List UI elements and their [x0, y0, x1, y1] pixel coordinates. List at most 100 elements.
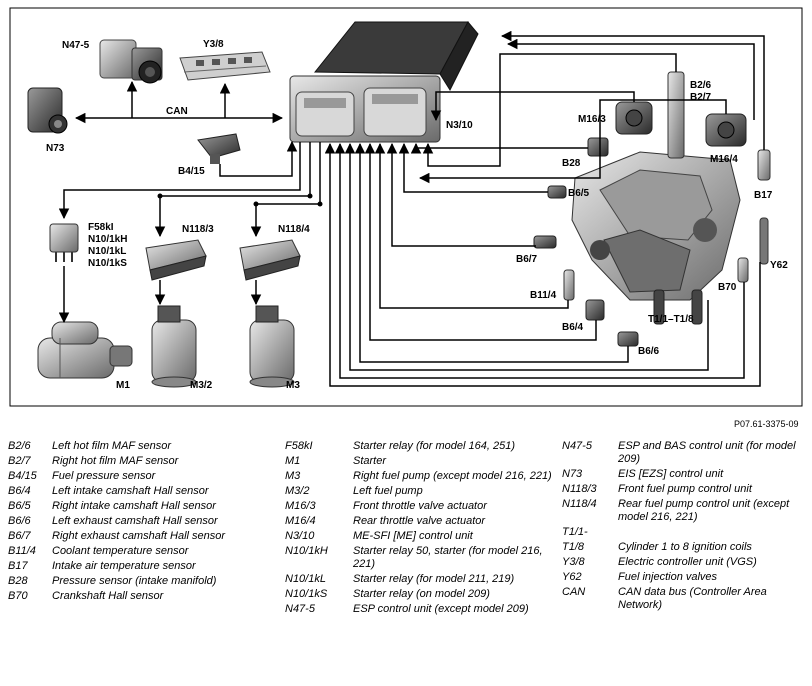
label-y62: Y62: [770, 260, 788, 271]
left-intake-camshaft-sensor-image: [585, 299, 605, 321]
legend-item: N10/1kS Starter relay (on model 209): [285, 588, 557, 601]
crankshaft-sensor-image: [737, 257, 749, 283]
right-exhaust-camshaft-sensor-image: [533, 235, 557, 249]
maf-sensors-image: [667, 71, 685, 159]
legend-code: M16/3: [285, 500, 316, 512]
legend-code: N47-5: [562, 440, 592, 452]
legend-code: M3/2: [285, 485, 310, 497]
legend-code: B2/6: [8, 440, 31, 452]
legend-code: B2/7: [8, 455, 31, 467]
legend-code: N73: [562, 468, 583, 480]
legend-code: N10/1kH: [285, 545, 328, 557]
legend-description: Intake air temperature sensor: [52, 560, 196, 572]
label-n10-1ks: N10/1kS: [88, 258, 127, 269]
legend-description: [618, 526, 808, 539]
legend-code: B6/5: [8, 500, 31, 512]
coolant-temperature-sensor-image: [563, 269, 575, 301]
label-y3-8: Y3/8: [203, 39, 224, 50]
legend-code: B28: [8, 575, 28, 587]
legend-description: Starter relay (on model 209): [353, 588, 490, 600]
legend-code: B70: [8, 590, 28, 602]
legend-description: Pressure sensor (intake manifold): [52, 575, 217, 587]
legend-item: N10/1kH Starter relay 50, starter (for mo…: [285, 545, 557, 571]
legend-item: B6/4 Left intake camshaft Hall sensor: [8, 485, 270, 498]
label-n10-1kh: N10/1kH: [88, 234, 127, 245]
legend-code: Y3/8: [562, 556, 585, 568]
label-n73: N73: [46, 143, 65, 154]
rear-throttle-actuator-image: [705, 113, 747, 147]
me-sfi-control-unit-image: [289, 21, 479, 143]
legend-code: B17: [8, 560, 28, 572]
ignition-coils-image: [653, 289, 703, 325]
legend-code: N47-5: [285, 603, 315, 615]
legend-description: Right exhaust camshaft Hall sensor: [52, 530, 226, 542]
label-m16-4: M16/4: [710, 154, 738, 165]
legend-code: M1: [285, 455, 301, 467]
fuel-pressure-sensor-image: [197, 133, 241, 164]
front-throttle-actuator-image: [615, 101, 653, 135]
legend-description: Fuel injection valves: [618, 571, 718, 583]
label-b2-7: B2/7: [690, 92, 712, 103]
label-b4-15: B4/15: [178, 166, 205, 177]
label-b6-5: B6/5: [568, 188, 590, 199]
legend-code: B6/4: [8, 485, 31, 497]
legend-code: N118/4: [562, 498, 597, 510]
label-b6-6: B6/6: [638, 346, 660, 357]
legend-item: B28 Pressure sensor (intake manifold): [8, 575, 270, 588]
label-f58ki: F58kI: [88, 222, 114, 233]
fuel-injection-valves-image: [759, 217, 769, 265]
legend-description: CAN data bus (Controller Area Network): [618, 586, 767, 611]
label-m3: M3: [286, 380, 300, 391]
legend-description: Right fuel pump (except model 216, 221): [353, 470, 552, 482]
legend-description: Starter relay 50, starter (for model 216…: [353, 545, 543, 570]
label-b2-6: B2/6: [690, 80, 712, 91]
legend-item: N47-5 ESP control unit (except model 209): [285, 603, 557, 616]
legend-code: T1/1-: [562, 526, 588, 538]
legend-code: N3/10: [285, 530, 315, 542]
label-m16-3: M16/3: [578, 114, 606, 125]
label-can: CAN: [166, 106, 188, 117]
rear-fuel-pump-control-unit-image: [239, 239, 301, 281]
front-fuel-pump-control-unit-image: [145, 239, 207, 281]
legend-description: Right hot film MAF sensor: [52, 455, 179, 467]
legend-code: M3: [285, 470, 301, 482]
legend-code: N10/1kS: [285, 588, 328, 600]
label-b6-7: B6/7: [516, 254, 538, 265]
legend-description: Coolant temperature sensor: [52, 545, 189, 557]
right-intake-camshaft-sensor-image: [547, 185, 567, 199]
left-fuel-pump-image: [151, 305, 197, 388]
legend-code: M16/4: [285, 515, 316, 527]
legend-description: Left intake camshaft Hall sensor: [52, 485, 209, 497]
legend-code: B6/7: [8, 530, 31, 542]
legend-item: B6/7 Right exhaust camshaft Hall sensor: [8, 530, 270, 543]
esp-control-unit-image: [99, 39, 163, 84]
legend-code: N118/3: [562, 483, 597, 495]
figure-reference: P07.61-3375-09: [734, 419, 799, 429]
right-fuel-pump-image: [249, 305, 295, 388]
diagram-frame: [9, 7, 803, 407]
legend-description: Electric controller unit (VGS): [618, 556, 757, 568]
legend-item: T1/1-: [562, 526, 808, 539]
label-n10-1kl: N10/1kL: [88, 246, 126, 257]
legend-item: B2/6 Left hot film MAF sensor: [8, 440, 270, 453]
legend-item: B17 Intake air temperature sensor: [8, 560, 270, 573]
legend-description: ESP control unit (except model 209): [353, 603, 529, 615]
legend-item: M3 Right fuel pump (except model 216, 221…: [285, 470, 557, 483]
legend-description: Left hot film MAF sensor: [52, 440, 172, 452]
legend-description: Fuel pressure sensor: [52, 470, 156, 482]
label-m1: M1: [116, 380, 130, 391]
intake-pressure-sensor-image: [587, 137, 609, 157]
